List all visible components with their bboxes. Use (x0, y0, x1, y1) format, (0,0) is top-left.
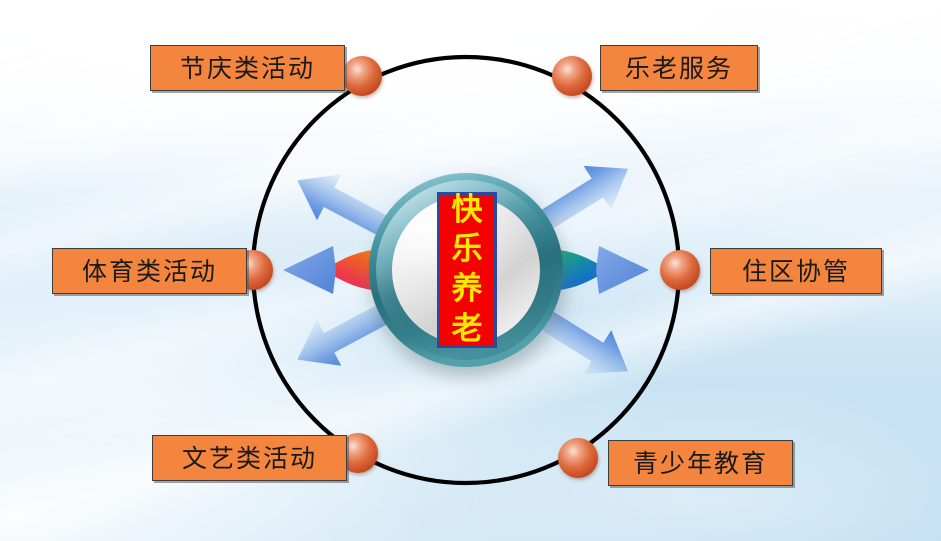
center-char-4: 老 (451, 310, 483, 347)
center-char-3: 养 (451, 271, 483, 307)
node-sphere-top-right[interactable] (552, 56, 592, 96)
center-hub (369, 173, 563, 367)
node-spheres (233, 56, 700, 478)
center-char-2: 乐 (451, 231, 483, 268)
node-sphere-bottom-right[interactable] (558, 438, 598, 478)
label-node-left[interactable]: 体育类活动 (52, 248, 247, 294)
node-sphere-top-left[interactable] (342, 56, 382, 96)
center-char-1: 快 (451, 191, 483, 228)
label-node-right[interactable]: 住区协管 (710, 248, 882, 294)
label-node-top-right[interactable]: 乐老服务 (600, 45, 758, 91)
node-sphere-bottom-left[interactable] (338, 433, 378, 473)
arrow-to-node-top-left (297, 305, 387, 366)
arrow-to-node-bottom-right (541, 165, 628, 229)
label-node-bottom-left[interactable]: 文艺类活动 (152, 435, 347, 481)
center-banner: 快 乐 养 老 (437, 192, 497, 348)
arrow-to-node-top-right (297, 174, 387, 235)
arrow-to-node-bottom-left (541, 311, 628, 375)
label-node-bottom-right[interactable]: 青少年教育 (608, 440, 793, 486)
label-node-top-left[interactable]: 节庆类活动 (150, 45, 345, 91)
node-sphere-right[interactable] (660, 250, 700, 290)
